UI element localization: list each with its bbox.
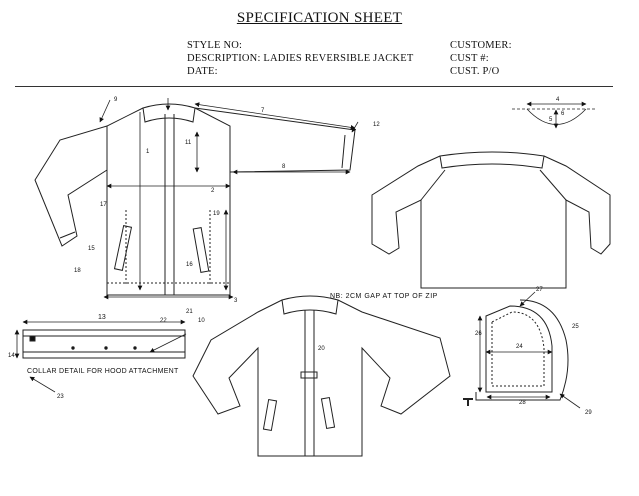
collar-measure-lines (14, 319, 187, 393)
measure-label-20: 20 (318, 346, 325, 352)
cust-no-label: CUST #: (450, 53, 489, 64)
measure-label-26: 26 (475, 331, 482, 337)
measure-label-11: 11 (185, 140, 192, 146)
front-jacket-drawing (34, 103, 356, 296)
measure-label-4: 4 (556, 97, 560, 103)
hood-measure-lines (477, 291, 581, 409)
measure-label-8: 8 (282, 164, 286, 170)
measure-label-18: 18 (74, 268, 81, 274)
style-no-label: STYLE NO: (187, 40, 243, 51)
cust-po-label: CUST. P/O (450, 66, 500, 77)
header-divider (15, 86, 613, 87)
measure-label-1: 1 (146, 149, 150, 155)
customer-label: CUSTOMER: (450, 40, 512, 51)
measure-label-23: 23 (57, 394, 64, 400)
sheet-title: SPECIFICATION SHEET (236, 10, 403, 26)
measure-label-3: 3 (234, 298, 238, 304)
measure-label-5: 5 (549, 117, 553, 123)
date-label: DATE: (187, 66, 218, 77)
collar-detail-note: COLLAR DETAIL FOR HOOD ATTACHMENT (27, 368, 179, 375)
hood-drawing (463, 299, 569, 406)
measure-label-17: 17 (100, 202, 107, 208)
neck-opening-detail (512, 101, 597, 129)
measure-label-14: 14 (8, 353, 15, 359)
measure-label-10: 10 (198, 318, 205, 324)
bottom-front-jacket-drawing (192, 295, 451, 457)
measure-label-15: 15 (88, 246, 95, 252)
measure-label-2: 2 (211, 188, 215, 194)
zip-gap-note: NB: 2CM GAP AT TOP OF ZIP (330, 293, 438, 300)
measure-label-9: 9 (114, 97, 118, 103)
measure-label-6: 6 (561, 111, 565, 117)
collar-detail-drawing (22, 329, 186, 359)
description-label: DESCRIPTION: LADIES REVERSIBLE JACKET (187, 53, 414, 64)
measure-label-12: 12 (373, 122, 380, 128)
measure-label-28: 28 (519, 400, 526, 406)
measure-label-7: 7 (261, 108, 265, 114)
measure-label-22: 22 (160, 318, 167, 324)
measure-label-21: 21 (186, 309, 193, 315)
measure-label-27: 27 (536, 287, 543, 293)
back-jacket-drawing (371, 151, 611, 289)
measure-label-13: 13 (98, 314, 106, 321)
front-measure-lines (99, 98, 359, 300)
measure-label-29: 29 (585, 410, 592, 416)
measure-label-19: 19 (213, 211, 220, 217)
measure-label-25: 25 (572, 324, 579, 330)
measure-label-24: 24 (516, 344, 523, 350)
measure-label-16: 16 (186, 262, 193, 268)
